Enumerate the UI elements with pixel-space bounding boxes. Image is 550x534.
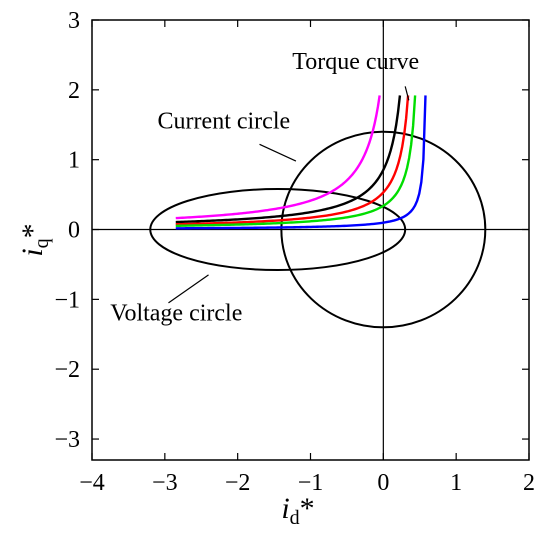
y-tick-label: −2 — [54, 357, 80, 383]
x-tick-label: −2 — [225, 470, 251, 496]
torque-curve-1 — [175, 95, 381, 220]
x-tick-label: −3 — [152, 470, 178, 496]
voltage-circle — [149, 188, 407, 272]
current-circle — [280, 130, 487, 329]
x-tick-label: 2 — [523, 470, 535, 496]
y-tick-label: −1 — [54, 287, 80, 313]
annotation-leader-1 — [404, 86, 410, 101]
y-axis-title: iq* — [16, 223, 53, 256]
y-tick-label: 1 — [68, 148, 80, 174]
ticks — [91, 19, 530, 460]
y-tick-label: −3 — [54, 427, 80, 453]
x-tick-label: −4 — [79, 470, 105, 496]
y-tick-label: 3 — [68, 8, 80, 34]
plot-area — [92, 20, 529, 460]
torque-curve-5 — [175, 95, 427, 230]
annotation-leader-2 — [259, 143, 297, 162]
annotation-label-2: Current circle — [158, 108, 291, 134]
x-tick-label: 0 — [377, 470, 389, 496]
x-tick-label: −1 — [298, 470, 324, 496]
annotation-label-3: Voltage circle — [110, 300, 242, 326]
torque-curve-2 — [175, 95, 402, 224]
plot-frame — [91, 19, 530, 461]
torque-curve-4 — [175, 95, 417, 227]
y-tick-label: 2 — [68, 78, 80, 104]
annotation-label-1: Torque curve — [292, 49, 419, 75]
annotation-leader-3 — [168, 274, 209, 304]
y-tick-label: 0 — [68, 218, 80, 244]
torque-curve-3 — [175, 95, 410, 226]
x-tick-label: 1 — [450, 470, 462, 496]
tick-labels: −4 −3 −2 −1 0 1 2 −3 −2 −1 0 1 2 3 — [54, 8, 535, 496]
x-axis-title: id* — [281, 492, 314, 529]
